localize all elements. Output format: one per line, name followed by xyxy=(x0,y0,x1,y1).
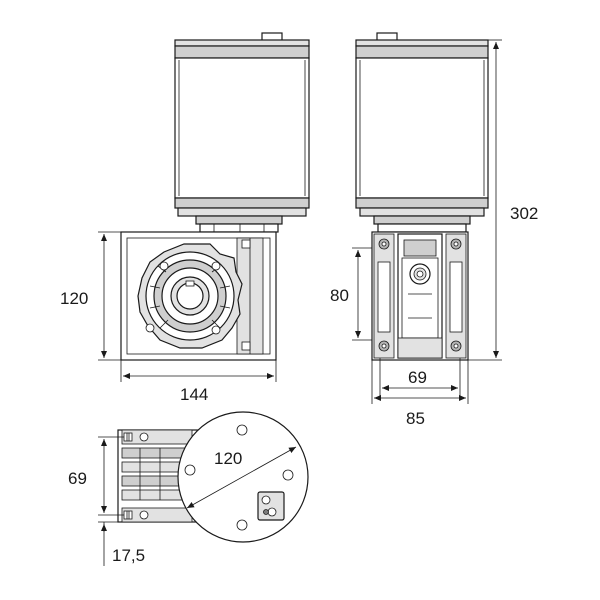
label-front-height: 120 xyxy=(60,289,88,308)
label-front-width: 144 xyxy=(180,385,208,404)
dim-inner-width: 69 xyxy=(379,358,461,396)
label-bottom-offset: 17,5 xyxy=(112,546,145,565)
dim-bottom-offset: 17,5 xyxy=(98,521,145,566)
front-view: 120 144 xyxy=(60,32,310,404)
dim-front-width: 144 xyxy=(120,360,277,404)
label-bottom-diameter: 120 xyxy=(214,449,242,468)
label-inner-width: 69 xyxy=(408,368,427,387)
side-view: 302 80 69 85 xyxy=(330,32,538,428)
side-motor xyxy=(355,32,489,233)
dim-bottom-height: 69 xyxy=(68,436,124,516)
label-outer-width: 85 xyxy=(406,409,425,428)
dim-bottom-diameter: 120 xyxy=(186,446,297,509)
dim-flange-height: 80 xyxy=(330,247,372,341)
side-gearbox xyxy=(371,231,469,361)
label-bottom-height: 69 xyxy=(68,469,87,488)
label-total-height: 302 xyxy=(510,204,538,223)
dim-outer-width: 85 xyxy=(371,360,469,428)
front-gearbox xyxy=(120,231,277,361)
dim-total-height: 302 xyxy=(468,39,538,361)
dim-front-height: 120 xyxy=(60,231,121,361)
front-motor xyxy=(174,32,310,233)
bottom-view: 120 69 17,5 xyxy=(68,411,309,566)
label-flange-height: 80 xyxy=(330,286,349,305)
